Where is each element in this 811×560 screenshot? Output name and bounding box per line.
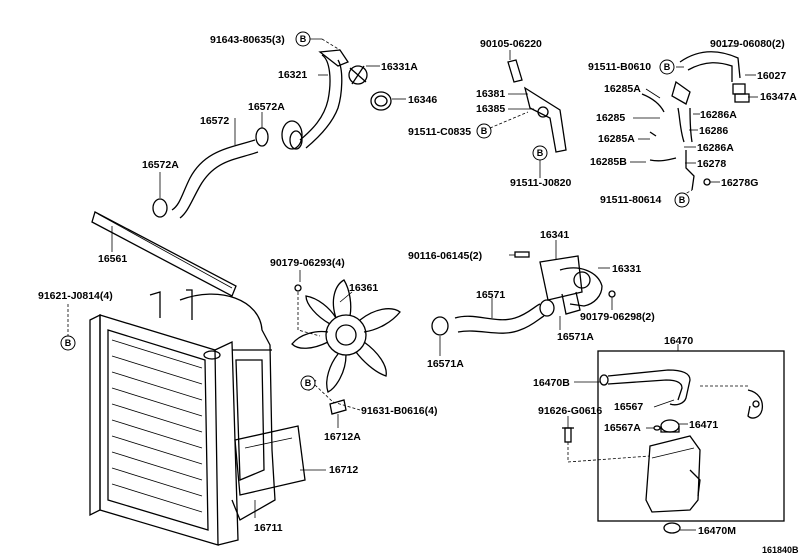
upper-hose-leaders [159, 38, 406, 198]
water-inlet-group [431, 251, 616, 336]
label-90105-06220: 90105-06220 [480, 38, 542, 50]
label-16027: 16027 [757, 70, 786, 82]
bolt-marker-label: B [664, 62, 671, 72]
bracket-group [507, 59, 567, 153]
label-16385: 16385 [476, 103, 505, 115]
label-90179-06080: 90179-06080(2) [710, 38, 785, 50]
label-91621-J0814: 91621-J0814(4) [38, 290, 113, 302]
label-16571A-left: 16571A [427, 358, 464, 370]
bolt-marker-label: B [679, 195, 686, 205]
bypass-pipe-group [641, 51, 750, 191]
reserve-tank-leaders [567, 344, 748, 531]
label-16567: 16567 [614, 401, 643, 413]
bolt-marker-icon [659, 59, 675, 75]
label-16285A-2: 16285A [598, 133, 635, 145]
label-16341: 16341 [540, 229, 569, 241]
label-16278G: 16278G [721, 177, 758, 189]
bolt-marker-icon [532, 145, 548, 161]
reserve-tank-frame [597, 350, 785, 522]
label-91511-J0820: 91511-J0820 [510, 177, 571, 189]
bolt-marker-icon [674, 192, 690, 208]
label-16286: 16286 [699, 125, 728, 137]
bolt-marker-icon [295, 31, 311, 47]
label-16571A-right: 16571A [557, 331, 594, 343]
bolt-marker-icon [476, 123, 492, 139]
label-16572: 16572 [200, 115, 229, 127]
label-16711: 16711 [254, 522, 283, 534]
label-16572A-top: 16572A [248, 101, 285, 113]
label-16361: 16361 [349, 282, 378, 294]
label-16381: 16381 [476, 88, 505, 100]
label-16470B: 16470B [533, 377, 570, 389]
fan-bolt-icon [294, 284, 302, 292]
bolt-marker-label: B [300, 34, 307, 44]
bracket-leaders [489, 50, 541, 178]
label-16347A: 16347A [760, 91, 797, 103]
label-16471: 16471 [689, 419, 718, 431]
label-90116-06145: 90116-06145(2) [408, 250, 482, 262]
label-16331: 16331 [612, 263, 641, 275]
label-16470M: 16470M [698, 525, 736, 537]
label-91631-B0616: 91631-B0616(4) [361, 405, 437, 417]
label-16561: 16561 [98, 253, 127, 265]
bolt-marker-label: B [65, 338, 72, 348]
label-16286A-1: 16286A [700, 109, 737, 121]
label-16571: 16571 [476, 289, 505, 301]
label-16285B: 16285B [590, 156, 627, 168]
label-91511-C0835: 91511-C0835 [408, 126, 471, 138]
radiator-assembly [89, 289, 306, 546]
cooling-fan-16361 [291, 279, 401, 393]
label-16285A-1: 16285A [604, 83, 641, 95]
label-16278: 16278 [697, 158, 726, 170]
label-16286A-2: 16286A [697, 142, 734, 154]
retainer-16712A [329, 399, 347, 415]
label-16712A: 16712A [324, 431, 361, 443]
radiator-leaders [67, 304, 326, 518]
diagram-id: 161840B [762, 545, 799, 555]
bolt-marker-icon [300, 375, 316, 391]
label-16346: 16346 [408, 94, 437, 106]
label-16712: 16712 [329, 464, 358, 476]
label-91511-80614: 91511-80614 [600, 194, 661, 206]
bolt-marker-icon [60, 335, 76, 351]
bolt-marker-label: B [305, 378, 312, 388]
label-91626-G0616: 91626-G0616 [538, 405, 602, 417]
label-16285: 16285 [596, 112, 625, 124]
upper-hose-group [152, 49, 392, 219]
label-16572A-left: 16572A [142, 159, 179, 171]
label-16567A: 16567A [604, 422, 641, 434]
water-inlet-leaders [439, 240, 613, 356]
radiator-seal-16561 [91, 211, 237, 297]
label-91511-B0610: 91511-B0610 [588, 61, 651, 73]
label-16321: 16321 [278, 69, 307, 81]
label-16331A: 16331A [381, 61, 418, 73]
label-90179-06298: 90179-06298(2) [580, 311, 655, 323]
label-16470: 16470 [664, 335, 693, 347]
bolt-marker-label: B [481, 126, 488, 136]
label-90179-06293: 90179-06293(4) [270, 257, 345, 269]
reserve-tank-group [562, 369, 764, 534]
label-91643-80635: 91643-80635(3) [210, 34, 285, 46]
bolt-marker-label: B [537, 148, 544, 158]
